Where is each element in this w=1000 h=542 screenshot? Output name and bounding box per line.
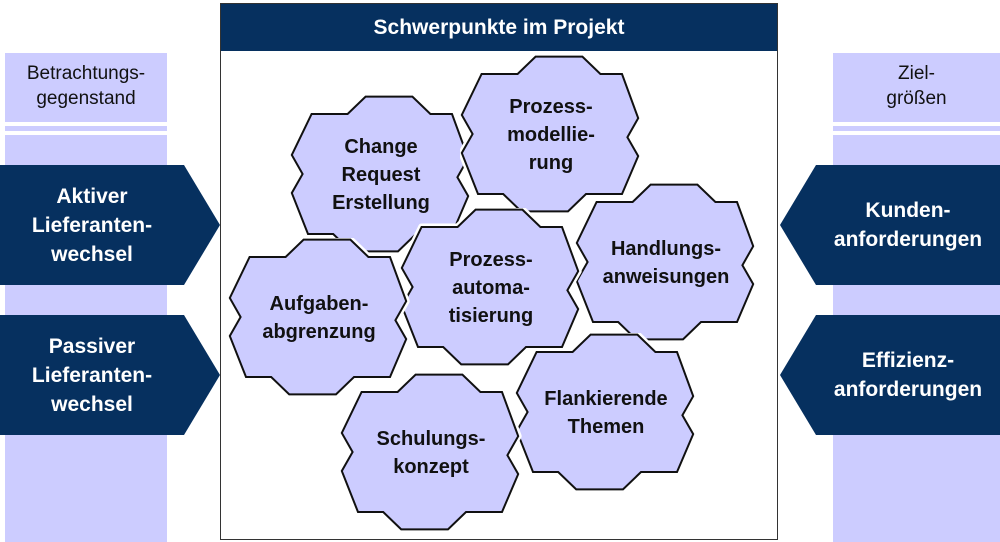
hexagon-shape — [228, 238, 410, 398]
hexagon-shape — [575, 183, 757, 343]
hexagon-shape — [340, 373, 522, 533]
topic-label: Aufgaben- abgrenzung — [262, 293, 376, 343]
topic-label: Prozess- automa- tisierung — [448, 249, 534, 327]
topic-label: Change Request Erstellung — [332, 136, 430, 214]
divider — [5, 131, 167, 135]
topic-handlungsanweisungen: Handlungs- anweisungen — [575, 183, 757, 343]
left-arrow-passiver-lieferantenwechsel: Passiver Lieferanten- wechsel — [0, 315, 220, 435]
hexagon-shape — [460, 55, 642, 215]
topic-aufgabenabgrenzung: Aufgaben- abgrenzung — [228, 238, 410, 398]
right-arrow-kundenanforderungen: Kunden- anforderungen — [780, 165, 1000, 285]
topic-label: Flankierende Themen — [544, 388, 668, 438]
divider — [5, 122, 167, 126]
topic-prozessmodellierung: Prozess- modellie- rung — [460, 55, 642, 215]
left-band: Betrachtungs- gegenstand — [5, 53, 167, 542]
left-band-header: Betrachtungs- gegenstand — [26, 63, 146, 109]
hexagon-shape — [290, 95, 472, 255]
left-arrow-aktiver-lieferantenwechsel: Aktiver Lieferanten- wechsel — [0, 165, 220, 285]
topic-flankierende-themen: Flankierende Themen — [515, 333, 697, 493]
topic-change-request-erstellung: Change Request Erstellung — [290, 95, 472, 255]
divider — [833, 122, 1000, 126]
right-band-header: Ziel- größen — [886, 63, 947, 109]
topic-label: Handlungs- anweisungen — [602, 238, 730, 288]
topic-label: Schulungs- konzept — [376, 428, 486, 478]
topic-schulungskonzept: Schulungs- konzept — [340, 373, 522, 533]
topic-label: Prozess- modellie- rung — [507, 96, 595, 174]
panel-title: Schwerpunkte im Projekt — [221, 4, 777, 51]
topic-prozessautomatisierung: Prozess- automa- tisierung — [400, 208, 582, 368]
right-band: Ziel- größen — [833, 53, 1000, 542]
right-arrow-effizienzanforderungen: Effizienz- anforderungen — [780, 315, 1000, 435]
divider — [833, 131, 1000, 135]
